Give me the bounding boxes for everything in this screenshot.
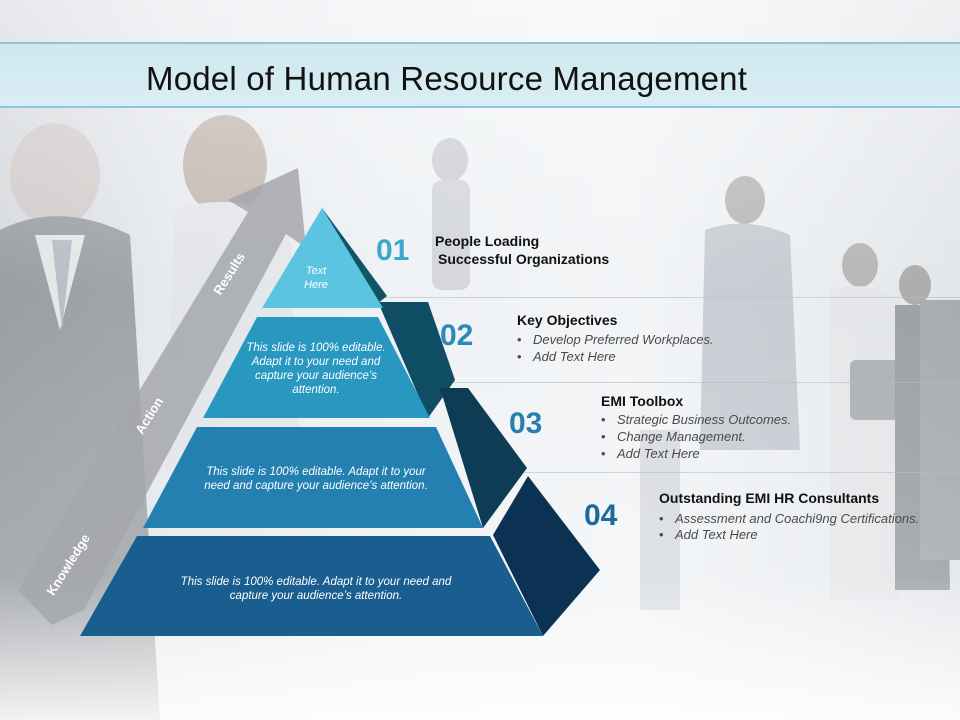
- list-item: •Add Text Here: [601, 446, 700, 461]
- growth-arrow-icon: [18, 168, 306, 625]
- pyramid-level-3: [143, 427, 483, 528]
- item-number-02: 02: [440, 319, 474, 352]
- list-item: •Add Text Here: [659, 527, 758, 542]
- bullet-dot-icon: •: [601, 412, 606, 427]
- pyramid-level-1-text: Text Here: [304, 265, 328, 291]
- pyramid-level-4-side: [493, 476, 600, 636]
- bullet-dot-icon: •: [517, 332, 522, 347]
- pyramid-level-4-text: This slide is 100% editable. Adapt it to…: [180, 576, 452, 602]
- pyramid-level-2-text: This slide is 100% editable. Adapt it to…: [246, 342, 386, 396]
- item-01-subheading: Successful Organizations: [438, 251, 610, 267]
- bullet-dot-icon: •: [601, 446, 606, 461]
- list-item: •Strategic Business Outcomes.: [601, 412, 792, 427]
- pyramid-level-2-side: [378, 302, 455, 418]
- page-title: Model of Human Resource Management: [146, 60, 748, 97]
- pyramid-level-3-side: [440, 388, 527, 528]
- row-divider: [385, 297, 960, 298]
- title-bar: [0, 42, 960, 108]
- item-01-heading: People Loading: [435, 233, 540, 249]
- bullet-dot-icon: •: [659, 511, 664, 526]
- item-number-04: 04: [584, 499, 618, 532]
- bullet-dot-icon: •: [659, 527, 664, 542]
- pyramid-level-4: [80, 536, 543, 636]
- item-04-heading: Outstanding EMI HR Consultants: [659, 490, 880, 506]
- row-divider: [430, 382, 960, 383]
- item-number-01: 01: [376, 234, 410, 267]
- list-item: •Develop Preferred Workplaces.: [517, 332, 714, 347]
- item-02-heading: Key Objectives: [517, 312, 618, 328]
- pyramid-level-2: [203, 317, 430, 418]
- bullet-dot-icon: •: [517, 349, 522, 364]
- item-03-heading: EMI Toolbox: [601, 393, 684, 409]
- bullet-dot-icon: •: [601, 429, 606, 444]
- list-item: •Add Text Here: [517, 349, 616, 364]
- list-item: •Change Management.: [601, 429, 746, 444]
- row-divider: [520, 472, 960, 473]
- pyramid-level-1: [262, 208, 383, 308]
- pyramid-level-1-side: [322, 208, 387, 308]
- list-item: •Assessment and Coachi9ng Certifications…: [659, 511, 920, 526]
- item-number-03: 03: [509, 407, 543, 440]
- pyramid-level-3-text: This slide is 100% editable. Adapt it to…: [204, 466, 428, 492]
